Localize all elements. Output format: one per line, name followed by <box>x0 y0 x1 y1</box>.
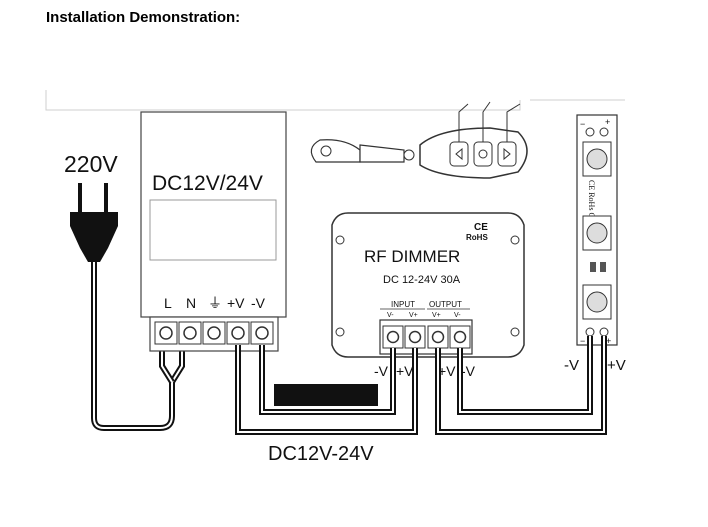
resistor <box>600 262 606 272</box>
strip-minus-v-label: -V <box>564 357 579 374</box>
keyring-icon <box>310 139 361 163</box>
terminal-label-L: L <box>164 295 172 311</box>
power-cord-inner <box>93 262 183 429</box>
background-outline <box>45 90 625 111</box>
dimmer-in-plus-label: +V <box>396 363 414 379</box>
remote-buttons <box>449 141 517 167</box>
rf-dimmer: CE RoHS RF DIMMER DC 12-24V 30A INPUT OU… <box>331 212 525 358</box>
power-supply-label: DC12V/24V <box>152 172 263 195</box>
led-chip-lens <box>586 222 608 244</box>
left-arrow-icon <box>455 147 463 161</box>
power-plug-icon <box>70 183 118 262</box>
wires <box>235 336 607 435</box>
mounting-hole <box>335 235 345 245</box>
mounting-hole <box>510 327 520 337</box>
strip-bottom-minus: − <box>580 336 585 346</box>
mains-voltage-label: 220V <box>64 151 118 177</box>
dimmer-name: RF DIMMER <box>364 247 460 266</box>
power-icon <box>478 149 488 159</box>
input-pin-v-plus: V+ <box>409 312 418 319</box>
dimmer-in-minus-label: -V <box>374 363 389 379</box>
led-chip-lens <box>586 291 608 313</box>
terminal-label-minus-v: -V <box>251 295 266 311</box>
remote-control <box>310 101 528 179</box>
terminal-label-plus-v: +V <box>227 295 245 311</box>
label-bar <box>274 384 378 406</box>
ce-mark: CE <box>474 222 488 233</box>
led-strip: − + CE RoHs GEEPUT − + <box>576 114 618 346</box>
remote-callout-lines <box>458 101 521 142</box>
resistor <box>590 262 596 272</box>
terminal-label-ground: ⏚ <box>208 295 222 311</box>
strip-marking: CE RoHs GEEPUT <box>587 180 596 243</box>
dc-voltage-label: DC12V-24V <box>268 443 374 465</box>
led-chip-lens <box>586 148 608 170</box>
power-supply-terminal-labels: L N ⏚ +V -V <box>164 295 266 311</box>
rohs-mark: RoHS <box>466 233 488 242</box>
dimmer-out-minus-label: -V <box>461 363 476 379</box>
power-supply-window <box>149 199 277 261</box>
dimmer-screws <box>382 325 471 349</box>
strip-top-plus: + <box>605 117 610 127</box>
mounting-hole <box>335 327 345 337</box>
page-title: Installation Demonstration: <box>46 9 241 26</box>
right-arrow-icon <box>503 147 511 161</box>
dimmer-wire-labels: -V +V +V -V <box>374 363 476 379</box>
input-pin-v-minus: V- <box>387 312 394 319</box>
output-pin-v-plus: V+ <box>432 312 441 319</box>
strip-top-minus: − <box>580 119 585 129</box>
strip-plus-v-label: +V <box>607 357 626 374</box>
dimmer-out-plus-label: +V <box>438 363 456 379</box>
input-label: INPUT <box>391 300 415 309</box>
dimmer-spec: DC 12-24V 30A <box>383 274 461 286</box>
output-pin-v-minus: V- <box>454 312 461 319</box>
power-supply-screws <box>154 321 274 345</box>
keyring-hole <box>320 145 332 157</box>
output-label: OUTPUT <box>429 300 462 309</box>
strip-bottom-plus: + <box>606 336 611 346</box>
terminal-label-N: N <box>186 295 196 311</box>
mounting-hole <box>510 235 520 245</box>
